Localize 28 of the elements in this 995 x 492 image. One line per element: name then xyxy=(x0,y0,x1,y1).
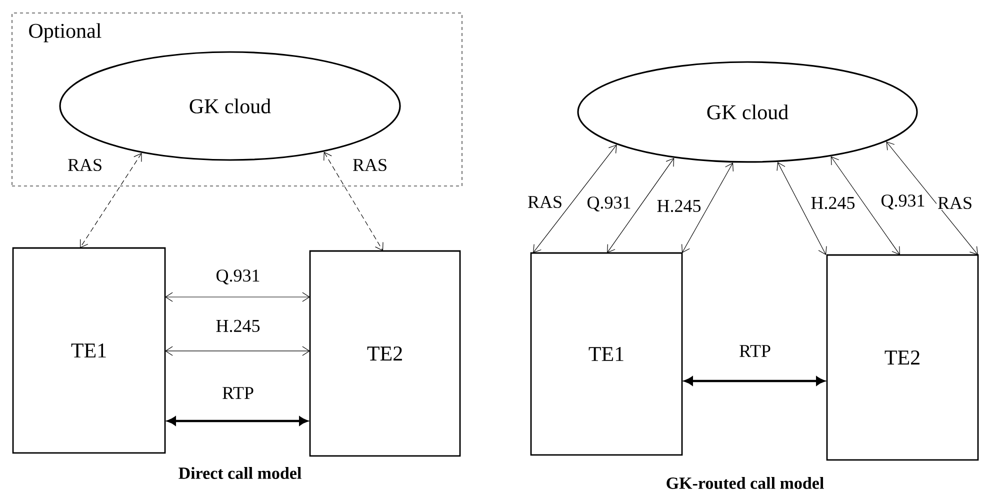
arrow xyxy=(324,152,384,251)
terminal-box: TE1 xyxy=(530,252,683,456)
edge-label: Q.931 xyxy=(880,194,926,210)
edge-label: RTP xyxy=(221,386,255,400)
arrow xyxy=(607,158,674,253)
arrow xyxy=(165,292,310,302)
edge-label: Q.931 xyxy=(586,196,632,212)
edge-label: RAS xyxy=(936,196,974,210)
arrow xyxy=(533,144,617,253)
edge-label: H.245 xyxy=(214,318,262,334)
terminal-box: TE1 xyxy=(12,247,166,454)
arrow xyxy=(776,162,827,255)
edge-label: H.245 xyxy=(810,196,856,210)
arrow xyxy=(684,376,825,386)
caption: Direct call model xyxy=(178,467,302,479)
terminal-box: TE2 xyxy=(826,254,979,461)
arrow xyxy=(830,156,900,255)
edge-label: H.245 xyxy=(656,198,702,214)
edge-label: RAS xyxy=(526,194,564,210)
edge-label: Q.931 xyxy=(214,268,262,286)
arrow xyxy=(167,416,308,426)
arrow xyxy=(165,346,310,356)
arrow xyxy=(682,162,734,253)
edge-label: RTP xyxy=(738,344,772,358)
arrow xyxy=(886,141,978,255)
caption: GK-routed call model xyxy=(666,476,824,489)
terminal-box: TE2 xyxy=(309,250,461,457)
arrow xyxy=(80,152,142,248)
